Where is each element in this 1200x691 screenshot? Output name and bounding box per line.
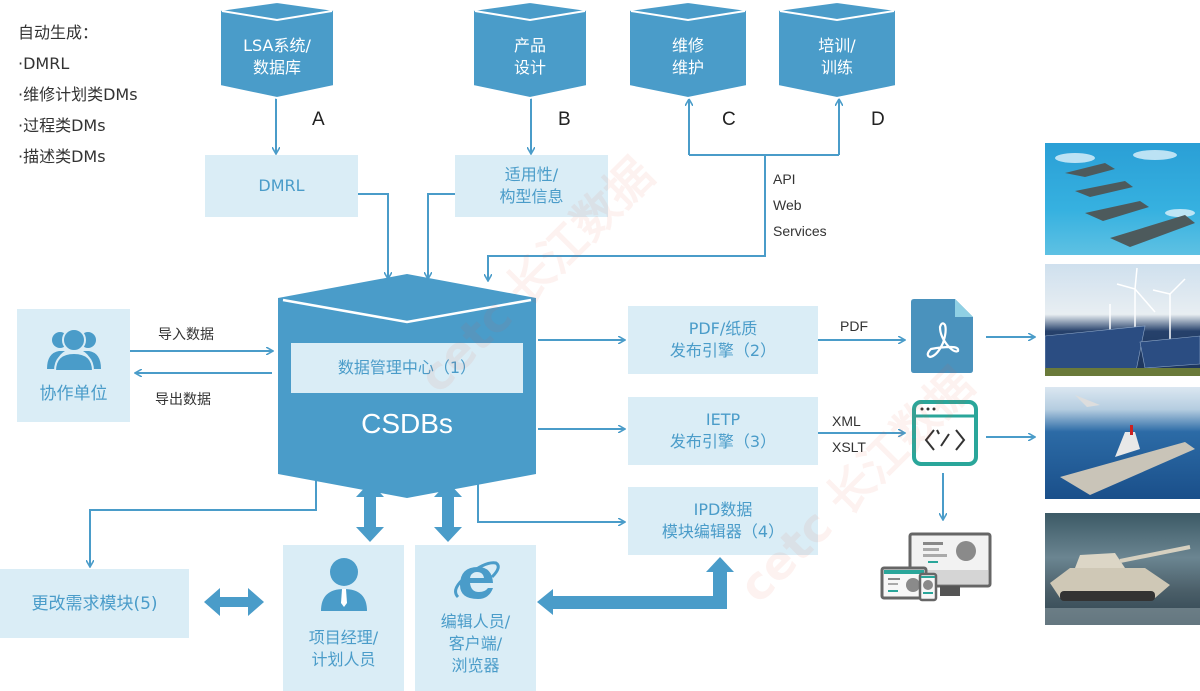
letter-d: D [871,109,885,130]
letter-a: A [312,109,325,130]
cube-training [777,0,897,100]
change-request-module[interactable]: 更改需求模块(5) [0,569,189,638]
applicability-line1: 适用性/ [504,165,559,184]
double-arrow-pm-csdb [356,482,384,542]
ipd-editor-box[interactable]: IPD数据 模块编辑器（4） [628,487,818,555]
import-label: 导入数据 [158,326,214,342]
pm-line2: 计划人员 [311,650,376,669]
source-training[interactable]: 培训/ 训练 [782,35,892,79]
editor-line1: 编辑人员/ [440,612,511,631]
source-maintenance-line1: 维修 [671,36,704,55]
tank-image [1045,545,1200,625]
dmrl-box[interactable]: DMRL [205,155,358,217]
cube-design [472,0,588,100]
api-labels: API Web Services [773,166,827,244]
multi-device-icon [880,532,992,602]
aircraft-carrier-image [1060,395,1195,495]
ipd-editor-line2: 模块编辑器（4） [661,522,785,541]
editor-line3: 浏览器 [451,656,500,675]
legend-item: ·DMRL [18,54,70,73]
legend-item: ·过程类DMs [18,116,106,135]
pdf-engine-box[interactable]: PDF/纸质 发布引擎（2） [628,306,818,374]
xslt-output-label: XSLT [832,439,866,455]
double-arrow-change-pm [204,588,264,616]
photo-fighter-jets [1045,143,1200,255]
services-label: Services [773,223,827,239]
source-lsa-line2: 数据库 [252,58,301,77]
editor-client-box[interactable]: 编辑人员/ 客户端/ 浏览器 [415,545,536,691]
api-bus-line [488,155,766,280]
pm-line1: 项目经理/ [308,628,379,647]
change-request-label: 更改需求模块(5) [31,593,158,614]
pdf-engine-line2: 发布引擎（2） [669,341,777,360]
ipd-editor-line1: IPD数据 [693,500,753,519]
photo-wind-solar [1045,264,1200,376]
pdf-file-icon[interactable] [911,299,973,373]
pdf-output-label: PDF [840,318,868,334]
photo-tank [1045,513,1200,625]
legend-title: 自动生成： [18,23,99,42]
project-manager-box[interactable]: 项目经理/ 计划人员 [283,545,404,691]
cube-lsa [219,0,335,100]
source-training-line1: 培训/ [818,36,856,55]
ietp-engine-line1: IETP [705,410,741,429]
editor-line2: 客户端/ [448,634,503,653]
cube-maintenance [628,0,748,100]
arrow-applicability-to-csdb [428,193,455,278]
xml-output-label: XML [832,413,861,429]
letter-c: C [722,109,736,130]
source-design-line1: 产品 [513,36,546,55]
photo-aircraft-carrier [1045,387,1200,499]
auto-generate-legend: 自动生成： ·DMRL ·维修计划类DMs ·过程类DMs ·描述类DMs [18,17,138,172]
double-arrow-editor-csdb [434,482,462,542]
source-lsa[interactable]: LSA系统/ 数据库 [222,35,332,79]
dmrl-label: DMRL [258,176,305,195]
api-label: API [773,171,796,187]
pdf-engine-line1: PDF/纸质 [688,319,758,338]
export-label: 导出数据 [155,391,211,407]
applicability-line2: 构型信息 [499,187,564,206]
legend-item: ·维修计划类DMs [18,85,138,104]
legend-item: ·描述类DMs [18,147,106,166]
ietp-engine-line2: 发布引擎（3） [669,432,777,451]
user-icon [320,558,367,611]
group-users-icon [46,327,101,372]
data-management-center[interactable]: 数据管理中心（1） [291,343,523,393]
code-window-icon[interactable] [912,400,978,466]
applicability-box[interactable]: 适用性/ 构型信息 [455,155,608,217]
csdb-title: CSDBs [361,408,453,439]
source-maintenance[interactable]: 维修 维护 [633,35,743,79]
ietp-engine-box[interactable]: IETP 发布引擎（3） [628,397,818,465]
data-management-center-label: 数据管理中心（1） [337,358,477,377]
partner-label: 协作单位 [39,383,108,404]
fighter-jets-image [1055,150,1195,247]
source-maintenance-line2: 维护 [671,58,704,77]
web-label: Web [773,197,802,213]
letter-b: B [558,109,571,130]
source-lsa-line1: LSA系统/ [243,36,311,55]
arrow-dmrl-to-csdb [358,193,388,278]
wind-solar-image [1045,267,1200,376]
source-training-line2: 训练 [820,58,853,77]
source-design-line2: 设计 [513,58,546,77]
browser-ie-icon [453,561,500,599]
source-design[interactable]: 产品 设计 [475,35,585,79]
elbow-arrow-editor-ipd [537,557,734,615]
arrow-to-ipd-editor [477,474,624,522]
partner-box[interactable]: 协作单位 [17,309,130,422]
